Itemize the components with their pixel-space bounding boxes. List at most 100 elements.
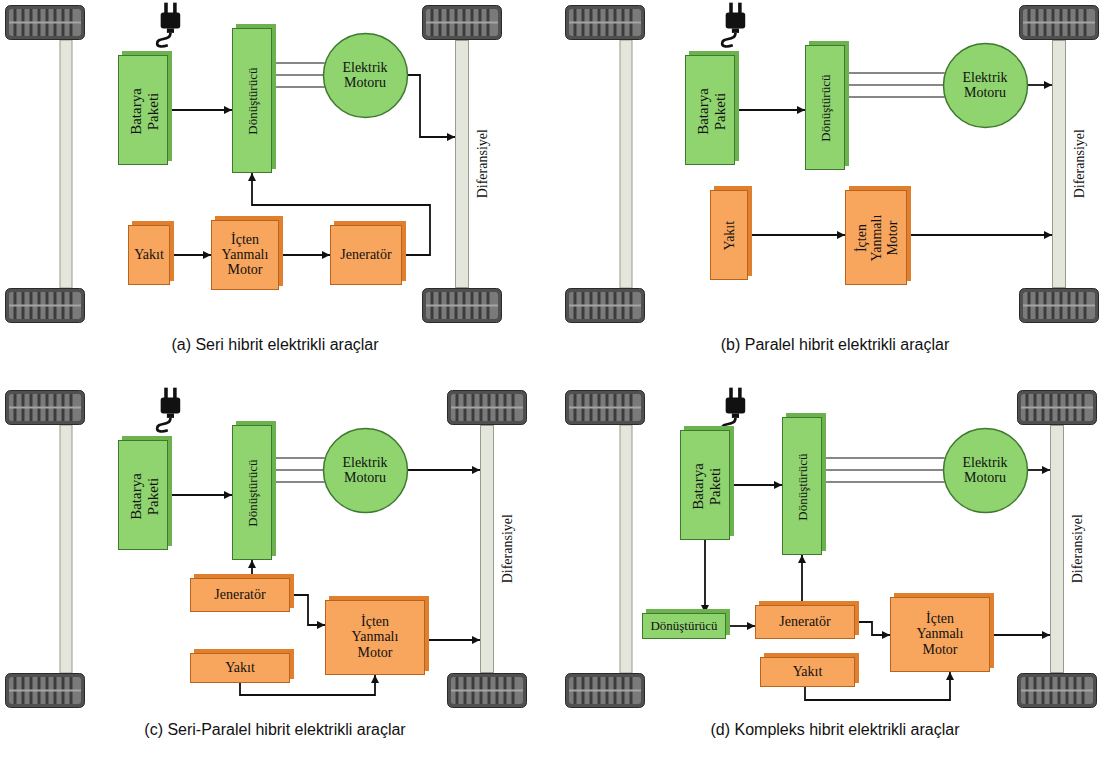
- node-text-group: Yakıt: [225, 660, 255, 675]
- node-text-group: Dönüştürücü: [246, 67, 260, 135]
- battery-electric-box: Dönüştürücü: [782, 417, 822, 555]
- panel-caption: (a) Seri hibrit elektrikli araçlar: [5, 336, 545, 354]
- tire: [448, 674, 527, 708]
- tire: [423, 289, 502, 323]
- node-text-group: İçten Yanmalı Motor: [340, 614, 410, 660]
- engine-fuel-box: Yakıt: [760, 657, 855, 687]
- motor-circle: Elektrik Motoru: [322, 32, 409, 119]
- phase-line: [822, 481, 945, 482]
- axle-bar: [455, 40, 469, 288]
- connector-arrow: [425, 639, 480, 641]
- panel-caption: (d) Kompleks hibrit elektrikli araçlar: [565, 721, 1105, 739]
- tire: [423, 6, 502, 40]
- node-text-group: Yakıt: [793, 664, 823, 679]
- phase-line: [822, 469, 943, 470]
- phase-line: [272, 457, 325, 458]
- tire: [448, 391, 527, 425]
- connector-arrow: [407, 75, 455, 137]
- node-label: Diferansiyel: [500, 514, 515, 584]
- tire: [1018, 391, 1097, 425]
- connector-arrow: [855, 622, 890, 635]
- axle-bar: [1052, 40, 1066, 288]
- node-text-group: Elektrik Motoru: [950, 70, 1020, 101]
- node-text-group: Diferansiyel: [475, 129, 490, 199]
- node-label: Batarya Paketi: [128, 472, 161, 520]
- plug-icon: [157, 388, 180, 432]
- connector-arrow: [251, 560, 253, 578]
- motor-circle-shape: [943, 43, 1027, 127]
- node-label: Dönüştürücü: [650, 619, 718, 633]
- axle-bar: [620, 40, 632, 288]
- connector-arrow: [170, 254, 211, 256]
- tire: [6, 289, 85, 323]
- node-label: Batarya Paketi: [695, 87, 728, 135]
- tire: [566, 6, 645, 40]
- battery-electric-box: Dönüştürücü: [805, 45, 845, 170]
- node-label: Dönüştürücü: [819, 74, 833, 142]
- node-label: Diferansiyel: [475, 129, 490, 199]
- panel-caption: (b) Paralel hibrit elektrikli araçlar: [565, 336, 1105, 354]
- node-text-group: Diferansiyel: [1070, 514, 1085, 584]
- connector-arrow: [1027, 469, 1050, 471]
- battery-electric-box: Batarya Paketi: [685, 55, 735, 165]
- motor-circle-shape: [943, 428, 1027, 512]
- motor-circle-shape: [323, 428, 407, 512]
- engine-fuel-box: Yakıt: [128, 225, 170, 285]
- node-label: İçten Yanmalı Motor: [905, 611, 975, 657]
- engine-fuel-box: Jeneratör: [330, 225, 402, 285]
- node-label: Dönüştürücü: [796, 453, 810, 521]
- node-label: Yakıt: [793, 664, 823, 679]
- connector-arrow: [407, 469, 480, 471]
- tire: [6, 674, 85, 708]
- phase-line: [272, 74, 323, 75]
- tire: [6, 6, 85, 40]
- node-text-group: İçten Yanmalı Motor: [905, 611, 975, 657]
- axle-bar: [1050, 425, 1064, 673]
- node-text-group: Jeneratör: [779, 614, 831, 629]
- node-text-group: Dönüştürücü: [819, 74, 833, 142]
- node-label: Yakıt: [225, 660, 255, 675]
- node-text-group: Jeneratör: [340, 247, 392, 262]
- connector-arrow: [990, 634, 1050, 636]
- plug-icon: [722, 388, 745, 432]
- axle-bar: [620, 425, 632, 673]
- node-text-group: Batarya Paketi: [695, 87, 728, 135]
- connector-arrow: [730, 484, 782, 486]
- node-text-group: Elektrik Motoru: [330, 455, 400, 486]
- node-text-group: Yakıt: [134, 247, 164, 262]
- node-label: Jeneratör: [214, 587, 266, 602]
- node-text-group: Batarya Paketi: [128, 87, 161, 135]
- phase-line: [845, 84, 943, 85]
- tire: [566, 674, 645, 708]
- node-label: Jeneratör: [779, 614, 831, 629]
- motor-circle-shape: [323, 33, 407, 117]
- node-text-group: Dönüştürücü: [246, 459, 260, 527]
- tire: [1020, 289, 1099, 323]
- connector-arrow: [279, 254, 330, 256]
- axle-bar: [60, 425, 72, 673]
- node-label: Jeneratör: [340, 247, 392, 262]
- connector-arrow: [168, 494, 232, 496]
- battery-electric-box: Dönüştürücü: [232, 425, 272, 560]
- node-text-group: Jeneratör: [214, 587, 266, 602]
- node-text-group: Dönüştürücü: [796, 453, 810, 521]
- motor-circle: Elektrik Motoru: [942, 427, 1029, 514]
- node-label: İçten Yanmalı Motor: [216, 232, 274, 278]
- node-label: Diferansiyel: [1070, 514, 1085, 584]
- node-label: Elektrik Motoru: [950, 455, 1020, 486]
- engine-fuel-box: İçten Yanmalı Motor: [845, 190, 907, 285]
- node-label: Dönüştürücü: [246, 459, 260, 527]
- connector-arrow: [735, 109, 805, 111]
- differential-axle: Diferansiyel: [1050, 425, 1090, 673]
- phase-line: [272, 86, 325, 87]
- node-text-group: Dönüştürücü: [650, 619, 718, 633]
- panel-caption: (c) Seri-Paralel hibrit elektrikli araçl…: [5, 721, 545, 739]
- phase-line: [272, 469, 323, 470]
- axle-bar: [60, 40, 72, 288]
- node-label: İçten Yanmalı Motor: [854, 208, 900, 268]
- node-label: Elektrik Motoru: [330, 60, 400, 91]
- plug-icon: [722, 3, 745, 47]
- node-text-group: Diferansiyel: [500, 514, 515, 584]
- engine-fuel-box: Jeneratör: [755, 605, 855, 639]
- phase-line: [822, 457, 945, 458]
